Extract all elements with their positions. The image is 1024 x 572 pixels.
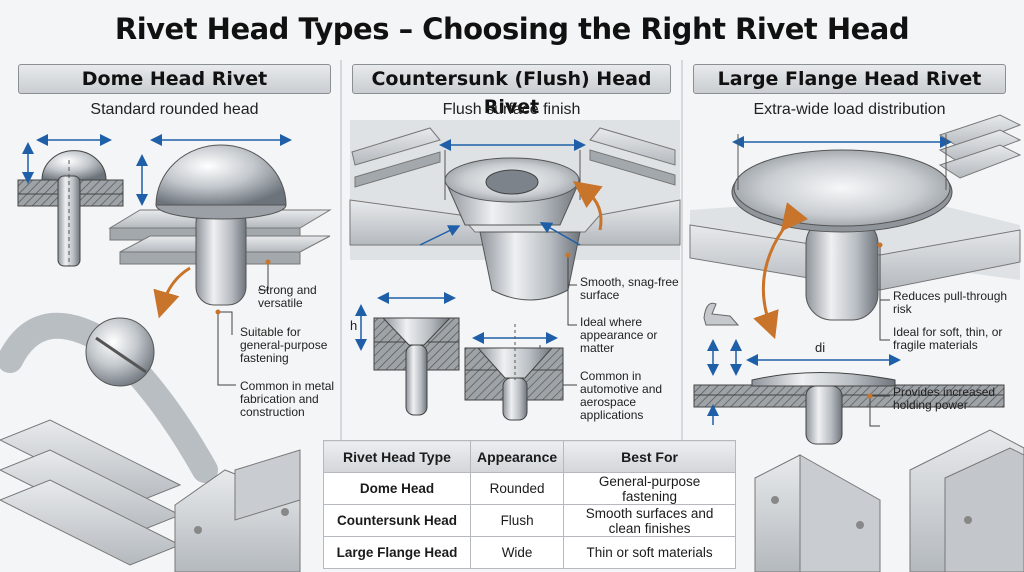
large-flange-head-illustration — [689, 114, 1024, 572]
dimension-label-d: di — [815, 340, 826, 355]
callout-flange-3: Provides increased holding power — [893, 385, 996, 412]
panel-header-large-flange: Large Flange Head Rivet — [693, 64, 1006, 94]
table-cell-appearance: Wide — [469, 536, 565, 569]
panel-subtitle-dome: Standard rounded head — [90, 101, 259, 118]
page-title: Rivet Head Types – Choosing the Right Ri… — [114, 12, 910, 46]
table-cell-type: Countersunk Head — [323, 504, 471, 537]
column-header-type: Rivet Head Type — [323, 440, 471, 473]
callout-flange-2: Ideal for soft, thin, or fragile materia… — [893, 325, 1003, 352]
table-header-row: Rivet Head Type Appearance Best For — [323, 440, 736, 473]
column-header-best-for: Best For — [563, 440, 736, 473]
table-cell-best-for: General-purpose fastening — [563, 472, 736, 505]
comparison-table: Rivet Head Type Appearance Best For Dome… — [323, 440, 736, 569]
table-cell-appearance: Flush — [469, 504, 565, 537]
column-header-appearance: Appearance — [469, 440, 565, 473]
table-row: Countersunk Head Flush Smooth surfaces a… — [323, 504, 736, 537]
dome-head-illustration — [0, 134, 332, 572]
panel-header-countersunk: Countersunk (Flush) Head Rivet — [352, 64, 671, 118]
table-cell-appearance: Rounded — [469, 472, 565, 505]
callout-dome-3: Common in metal fabrication and construc… — [240, 379, 335, 419]
countersunk-head-illustration — [349, 120, 681, 421]
table-cell-best-for: Thin or soft materials — [563, 536, 736, 569]
table-row: Large Flange Head Wide Thin or soft mate… — [323, 536, 736, 569]
callout-flange-1: Reduces pull-through risk — [893, 289, 1008, 316]
table-cell-best-for: Smooth surfaces and clean finishes — [563, 504, 736, 537]
table-row: Dome Head Rounded General-purpose fasten… — [323, 472, 736, 505]
dimension-label-h: h — [350, 318, 358, 333]
panel-header-dome: Dome Head Rivet — [18, 64, 331, 94]
panel-subtitle-large-flange: Extra-wide load distribution — [753, 101, 946, 118]
callout-countersunk-1: Smooth, snag-free surface — [580, 275, 679, 302]
callout-dome-2: Suitable for general-purpose fastening — [240, 325, 328, 365]
table-cell-type: Dome Head — [323, 472, 471, 505]
callout-countersunk-2: Ideal where appearance or matter — [580, 315, 658, 355]
callout-dome-1: Strong and versatile — [258, 283, 317, 310]
panel-subtitle-countersunk: Flush surface finish — [442, 101, 581, 118]
table-cell-type: Large Flange Head — [323, 536, 471, 569]
callout-countersunk-3: Common in automotive and aerospace appli… — [580, 369, 663, 422]
